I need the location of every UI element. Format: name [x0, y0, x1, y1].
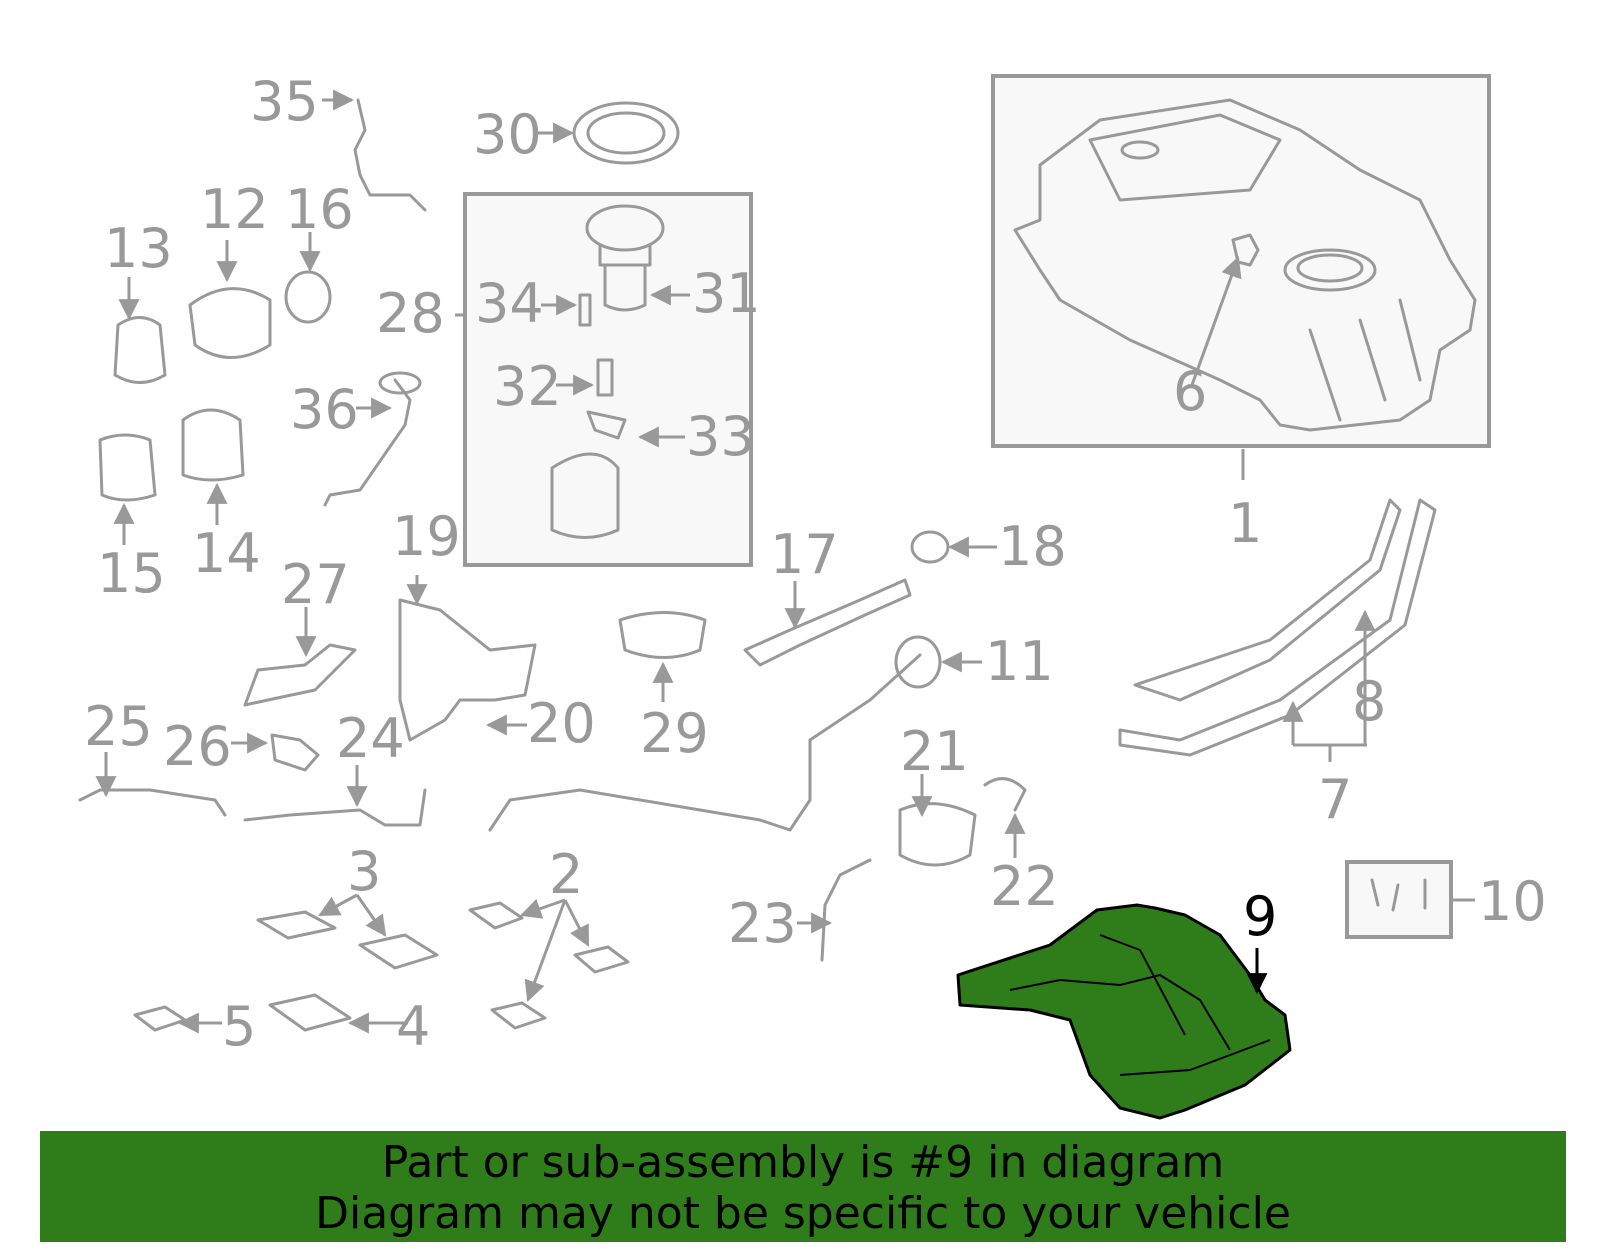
callout-10: 10: [1478, 870, 1547, 933]
fuel-tank: [1013, 98, 1477, 432]
callout-6: 6: [1173, 360, 1207, 423]
part-19: [398, 598, 537, 742]
callout-24: 24: [336, 707, 405, 770]
part-35: [353, 98, 427, 212]
part-2b: [573, 945, 630, 974]
part-8: [1133, 498, 1402, 702]
callout-21: 21: [900, 720, 969, 783]
callout-17: 17: [770, 523, 839, 586]
part-36: [323, 378, 412, 507]
part-14: [181, 408, 245, 482]
part-15: [98, 433, 157, 502]
fuel-pump-box: [463, 192, 753, 567]
fuel-tank-shield: [956, 903, 1292, 1120]
part-21: [898, 802, 977, 867]
part-25: [78, 788, 227, 817]
callout-14: 14: [192, 522, 261, 585]
callout-28: 28: [376, 282, 445, 345]
leader-lines: [95, 89, 1475, 1034]
part-2c: [490, 1001, 547, 1030]
part-26: [270, 733, 320, 772]
part-3b: [358, 933, 439, 970]
part-12: [188, 287, 272, 359]
part-3a: [256, 910, 337, 940]
fuel-tank-group: [991, 74, 1491, 480]
part-10-box: [1345, 860, 1453, 939]
callout-22: 22: [990, 855, 1059, 918]
callout-12: 12: [200, 178, 269, 241]
callout-23: 23: [728, 892, 797, 955]
other-parts: [78, 98, 1453, 1032]
callout-30: 30: [473, 103, 542, 166]
callout-8: 8: [1352, 670, 1386, 733]
callout-3: 3: [347, 840, 381, 903]
callout-34: 34: [475, 272, 544, 335]
callout-1: 1: [1228, 492, 1262, 555]
callout-15: 15: [97, 542, 166, 605]
callout-26: 26: [163, 715, 232, 778]
callout-36: 36: [290, 378, 359, 441]
info-banner: Part or sub-assembly is #9 in diagram Di…: [40, 1131, 1566, 1242]
banner-line-1: Part or sub-assembly is #9 in diagram: [381, 1137, 1225, 1188]
callout-16: 16: [285, 178, 354, 241]
part-5: [133, 1005, 187, 1032]
part-11: [488, 653, 922, 832]
callout-11: 11: [985, 630, 1054, 693]
callout-32: 32: [493, 355, 562, 418]
part-4: [268, 993, 352, 1032]
callout-9: 9: [1243, 885, 1277, 948]
banner-line-2: Diagram may not be specific to your vehi…: [315, 1188, 1291, 1239]
part-16: [284, 270, 332, 324]
part-23: [820, 858, 872, 962]
part-24: [243, 788, 427, 827]
part-27: [243, 643, 357, 707]
callout-35: 35: [250, 70, 319, 133]
part-2a: [468, 901, 524, 930]
callout-4: 4: [396, 995, 430, 1058]
callout-25: 25: [84, 695, 153, 758]
callout-29: 29: [640, 702, 709, 765]
part-17: [743, 578, 912, 667]
callout-18: 18: [998, 515, 1067, 578]
part-18: [910, 530, 950, 564]
callout-labels: 35 30 13 12 16 28 34 31 32 33 36 15 14 1…: [84, 70, 1547, 1058]
callout-27: 27: [281, 553, 350, 616]
part-22: [983, 777, 1027, 812]
part-7: [1118, 498, 1437, 757]
callout-5: 5: [222, 995, 256, 1058]
fuel-pump-group: [455, 192, 753, 567]
callout-31: 31: [692, 262, 761, 325]
callout-33: 33: [686, 405, 755, 468]
callout-2: 2: [549, 843, 583, 906]
callout-13: 13: [104, 217, 173, 280]
callout-19: 19: [392, 505, 461, 568]
callout-7: 7: [1318, 768, 1352, 831]
part-29: [618, 611, 707, 659]
part-13: [113, 316, 167, 384]
callout-20: 20: [527, 692, 596, 755]
highlighted-part-9: [956, 903, 1292, 1120]
